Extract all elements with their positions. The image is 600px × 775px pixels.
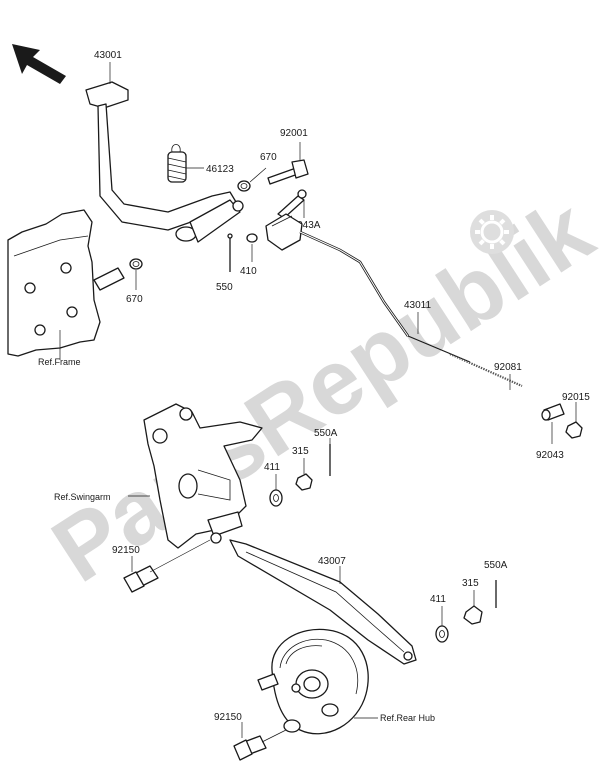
label-550: 550 [216, 282, 233, 293]
label-46123: 46123 [206, 164, 234, 175]
brake-rod: 43011 [265, 213, 471, 363]
swingarm-section: Ref.Swingarm [54, 403, 263, 549]
label-410: 410 [240, 266, 257, 277]
label-670-upper: 670 [260, 152, 277, 163]
spring-92081: 92081 [449, 352, 523, 390]
pin-92043A: 92043A [277, 189, 321, 231]
nut-315-lower: 315 [462, 578, 483, 625]
washer-410: 410 [240, 233, 258, 277]
washer-411-lower: 411 [430, 594, 449, 643]
label-411-upper: 411 [264, 462, 280, 473]
ref-swingarm-label: Ref.Swingarm [54, 492, 111, 502]
bolt-92001: 92001 [267, 128, 309, 185]
rear-hub-brake-panel: Ref.Rear Hub [257, 628, 435, 735]
brake-pedal: 43001 [85, 50, 244, 243]
cotter-pin-550A-lower: 550A [484, 560, 508, 608]
ref-rear-hub-label: Ref.Rear Hub [380, 713, 435, 723]
cotter-pin-550A-upper: 550A [314, 428, 338, 476]
frame-section: Ref.Frame [7, 209, 125, 367]
washer-670-upper: 670 [237, 152, 277, 192]
torque-link: 43007 [229, 539, 417, 665]
nut-92015: 92015 [562, 392, 590, 439]
label-43007: 43007 [318, 556, 346, 567]
return-spring: 46123 [167, 144, 234, 183]
label-315-lower: 315 [462, 578, 479, 589]
nut-315-upper: 315 [292, 446, 313, 491]
label-92150-upper: 92150 [112, 545, 140, 556]
label-411-lower: 411 [430, 594, 446, 605]
label-92043A: 92043A [286, 220, 321, 231]
label-92015: 92015 [562, 392, 590, 403]
watermark-text: PartsRepublik [35, 179, 600, 602]
label-550A-lower: 550A [484, 560, 508, 571]
label-43011: 43011 [404, 300, 432, 311]
label-550A-upper: 550A [314, 428, 338, 439]
washer-411-upper: 411 [264, 462, 283, 507]
washer-670-lower: 670 [126, 258, 143, 305]
label-670-lower: 670 [126, 294, 143, 305]
bolt-92150-lower: 92150 [214, 712, 287, 761]
cotter-pin-550: 550 [216, 233, 233, 293]
joint-92043: 92043 [536, 403, 565, 461]
ref-frame-label: Ref.Frame [38, 357, 81, 367]
label-43001: 43001 [94, 50, 122, 61]
label-315-upper: 315 [292, 446, 309, 457]
bolt-92150-upper: 92150 [112, 539, 211, 593]
label-92081: 92081 [494, 362, 522, 373]
watermark: PartsRepublik [35, 179, 600, 602]
label-92043: 92043 [536, 450, 564, 461]
arrow-up-left-icon [12, 44, 66, 84]
label-92001: 92001 [280, 128, 308, 139]
gear-icon [470, 210, 514, 254]
label-92150-lower: 92150 [214, 712, 242, 723]
